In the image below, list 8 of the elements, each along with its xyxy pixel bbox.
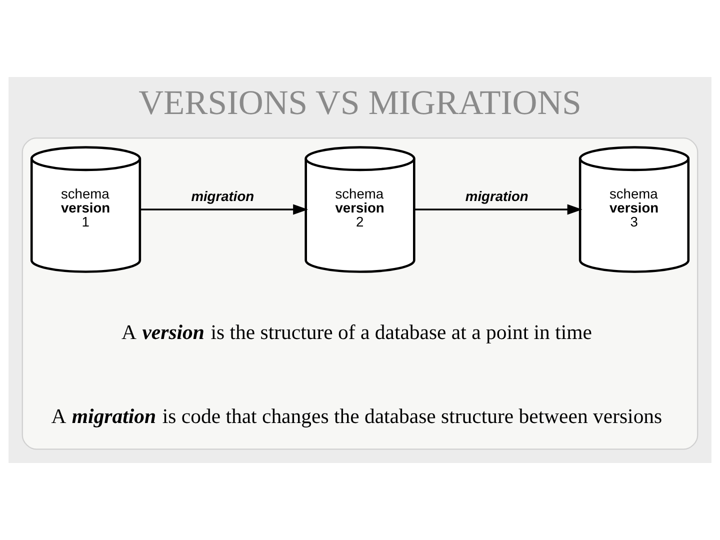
diagram-title: VERSIONS VS MIGRATIONS [138, 84, 582, 122]
label: A version is the structure of a database at a point in time [121, 322, 592, 344]
cluster [22, 138, 698, 450]
arrow [414, 204, 582, 215]
edge-label: migration [191, 188, 254, 204]
edge-label: migration [465, 188, 528, 204]
label: A migration is code that changes the database structure between versions [51, 406, 662, 428]
arrow [140, 204, 308, 215]
